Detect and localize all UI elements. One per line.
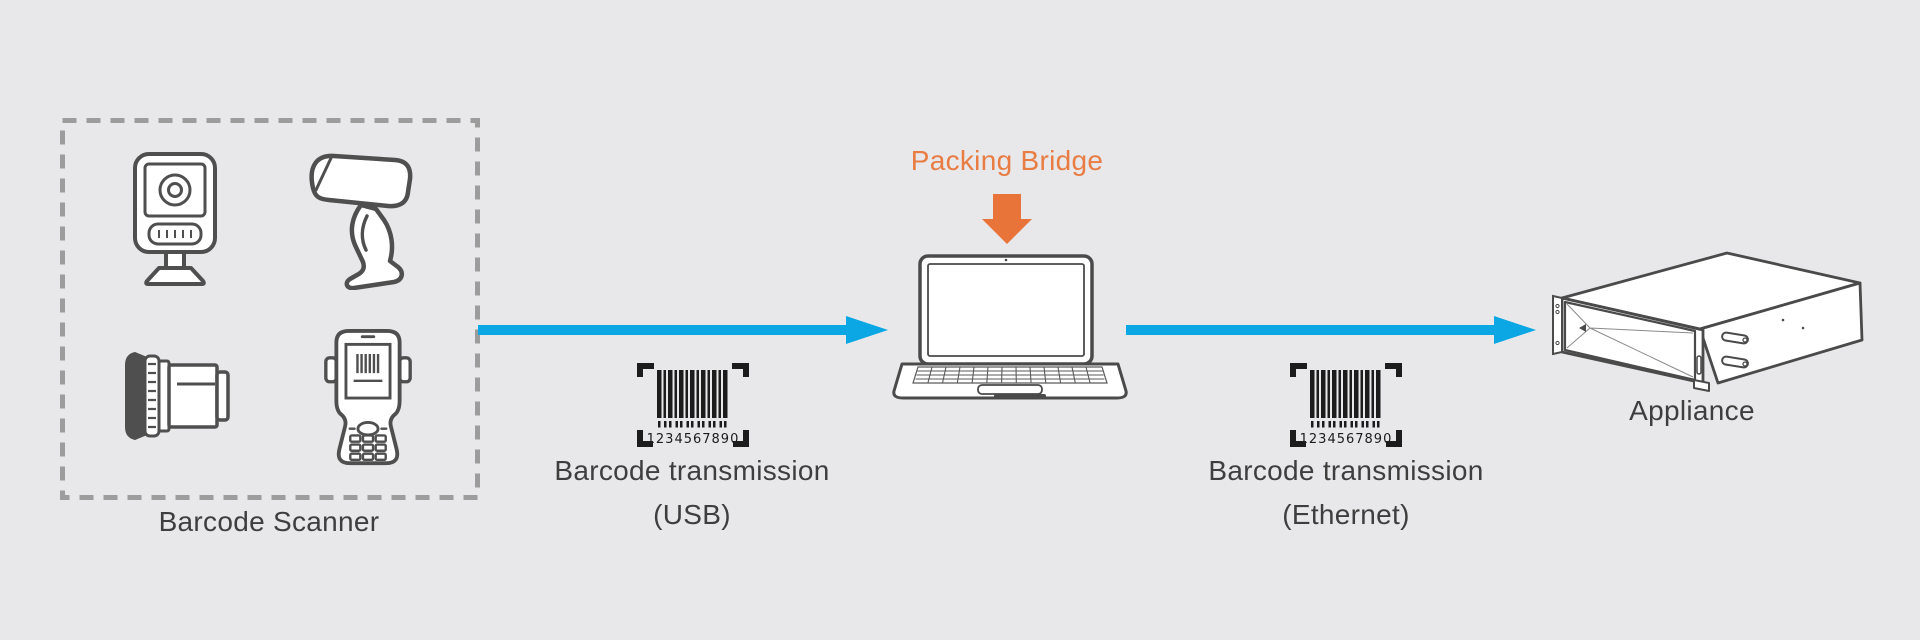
usb-transmission-label-line1: Barcode transmission [554,455,830,486]
usb-transmission-label-line2: (USB) [653,499,731,530]
down-arrow-icon [982,194,1032,244]
ethernet-transmission-label-line2: (Ethernet) [1282,499,1410,530]
barcode-icon-usb: 1234567890 [637,363,749,447]
laptop-icon [892,254,1128,400]
barcode-icon-ethernet: 1234567890 [1290,363,1402,447]
flow-arrow-usb [478,316,888,344]
appliance-label: Appliance [1629,395,1755,426]
scanner-group-label: Barcode Scanner [158,506,380,537]
handheld-gun-scanner-icon [309,153,413,290]
fixed-mount-scanner-icon [133,152,217,286]
barcode-digits: 1234567890 [647,432,740,447]
mobile-terminal-scanner-icon [324,329,412,466]
barcode-digits: 1234567890 [1300,432,1393,447]
appliance-server-icon [1552,251,1864,392]
ethernet-transmission-label-line1: Barcode transmission [1208,455,1484,486]
flow-arrow-ethernet [1126,316,1536,344]
industrial-lens-scanner-icon [125,352,230,440]
packing-bridge-label: Packing Bridge [910,145,1104,176]
scanner-group-dashed-box [60,118,480,500]
